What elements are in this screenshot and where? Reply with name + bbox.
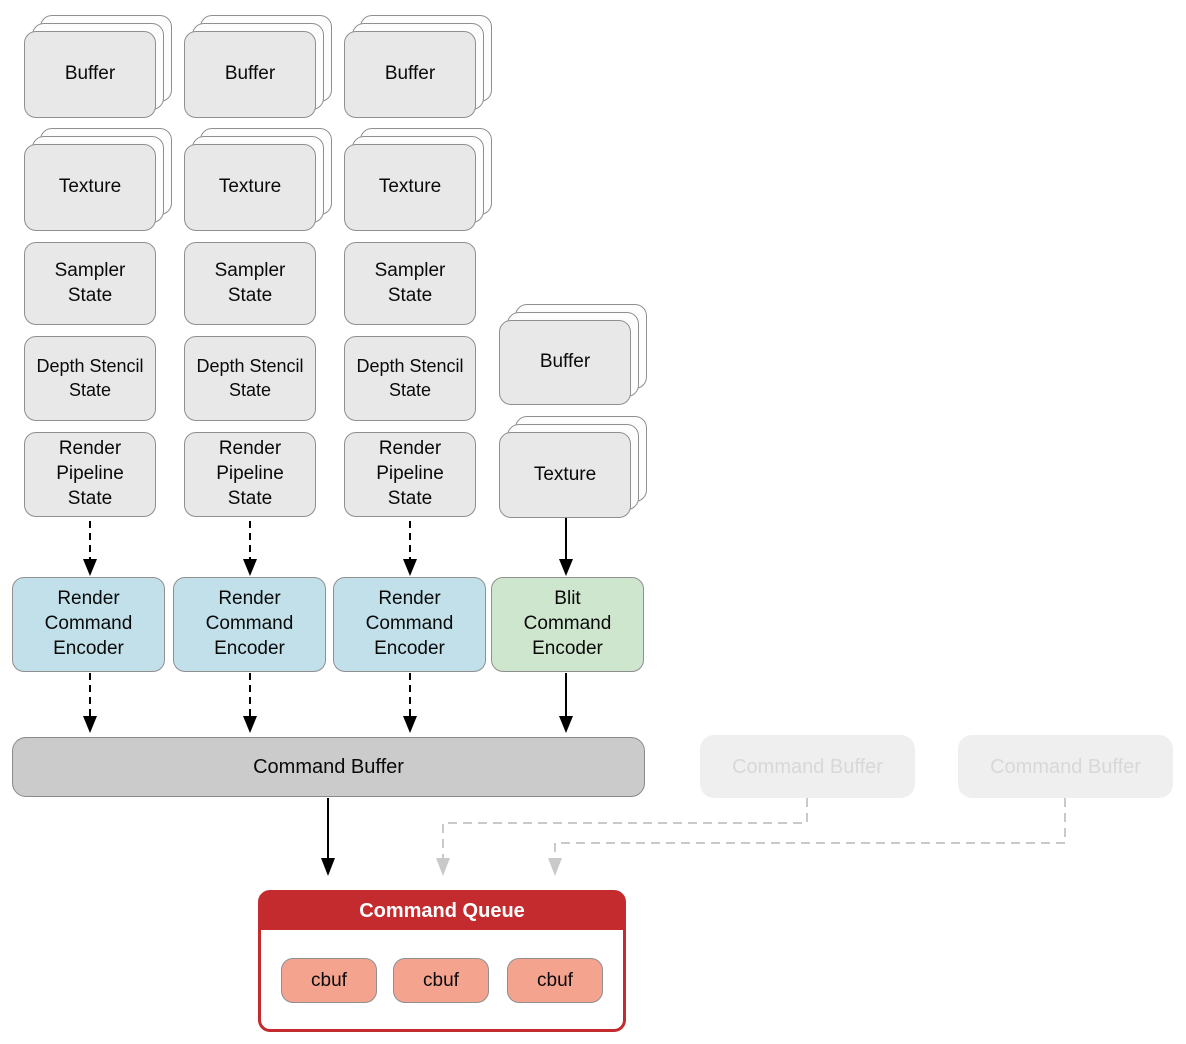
stack-card-front: Texture [344,144,476,231]
render-command-encoder-box-3: Render Command Encoder [333,577,486,672]
render-command-encoder-box-2: Render Command Encoder [173,577,326,672]
arrow-pipeline3-to-encoder3 [403,521,417,576]
stack-card-front: Texture [499,432,631,518]
command-queue-header: Command Queue [261,893,623,930]
stack-card-front: Buffer [499,320,631,405]
arrow-encoder1-to-command-buffer [83,673,97,733]
render-pipeline-state-box-col1: Render Pipeline State [24,432,156,517]
render-pipeline-state-label: Render Pipeline State [376,438,444,509]
buffer-stack-blit: Buffer [499,304,649,406]
texture-stack-col3: Texture [344,128,494,232]
arrow-encoder2-to-command-buffer [243,673,257,733]
command-queue-label: Command Queue [359,900,525,922]
cbuf-label: cbuf [537,969,573,991]
depth-stencil-state-label: Depth Stencil State [196,356,304,400]
sampler-state-box-col2: Sampler State [184,242,316,325]
arrow-faded-buffer1-to-queue [436,798,808,876]
arrow-encoder3-to-command-buffer [403,673,417,733]
arrow-pipeline2-to-encoder2 [243,521,257,576]
arrow-faded-buffer2-to-queue [548,798,1066,876]
render-pipeline-state-label: Render Pipeline State [216,438,284,509]
sampler-state-label: Sampler State [54,259,126,306]
texture-stack-col1: Texture [24,128,174,232]
render-pipeline-state-label: Render Pipeline State [56,438,124,509]
blit-command-encoder-box: Blit Command Encoder [491,577,644,672]
buffer-label: Buffer [224,63,276,85]
render-command-encoder-box-1: Render Command Encoder [12,577,165,672]
render-pipeline-state-box-col3: Render Pipeline State [344,432,476,517]
stack-card-front: Texture [184,144,316,231]
texture-stack-blit: Texture [499,416,649,519]
stack-card-front: Buffer [184,31,316,118]
sampler-state-label: Sampler State [214,259,286,306]
cbuf-label: cbuf [423,969,459,991]
command-buffer-label: Command Buffer [253,756,404,778]
buffer-label: Buffer [64,63,116,85]
buffer-stack-col2: Buffer [184,15,334,119]
render-command-encoder-label: Render Command Encoder [365,588,454,659]
command-buffer-faded-box-2: Command Buffer [958,735,1173,798]
depth-stencil-state-box-col1: Depth Stencil State [24,336,156,421]
stack-card-front: Buffer [24,31,156,118]
arrow-command-buffer-to-queue [321,798,335,876]
cbuf-box-3: cbuf [507,958,603,1003]
buffer-stack-col1: Buffer [24,15,174,119]
command-buffer-box: Command Buffer [12,737,645,797]
arrow-pipeline1-to-encoder1 [83,521,97,576]
sampler-state-box-col3: Sampler State [344,242,476,325]
arrow-blit-encoder-to-command-buffer [559,673,573,733]
depth-stencil-state-box-col2: Depth Stencil State [184,336,316,421]
texture-label: Texture [378,176,442,198]
texture-label: Texture [533,463,597,485]
command-buffer-label: Command Buffer [732,755,883,778]
command-buffer-faded-box-1: Command Buffer [700,735,915,798]
render-command-encoder-label: Render Command Encoder [44,588,133,659]
buffer-label: Buffer [539,351,591,373]
texture-label: Texture [218,176,282,198]
sampler-state-box-col1: Sampler State [24,242,156,325]
cbuf-label: cbuf [311,969,347,991]
sampler-state-label: Sampler State [374,259,446,306]
blit-command-encoder-label: Blit Command Encoder [523,588,612,659]
stack-card-front: Texture [24,144,156,231]
render-command-encoder-label: Render Command Encoder [205,588,294,659]
buffer-stack-col3: Buffer [344,15,494,119]
arrow-texture-to-blit-encoder [559,518,573,576]
depth-stencil-state-label: Depth Stencil State [356,356,464,400]
render-pipeline-state-box-col2: Render Pipeline State [184,432,316,517]
cbuf-box-2: cbuf [393,958,489,1003]
buffer-label: Buffer [384,63,436,85]
command-buffer-label: Command Buffer [990,755,1141,778]
stack-card-front: Buffer [344,31,476,118]
command-queue-box: Command Queue cbuf cbuf cbuf [258,890,626,1032]
depth-stencil-state-box-col3: Depth Stencil State [344,336,476,421]
texture-label: Texture [58,176,122,198]
cbuf-box-1: cbuf [281,958,377,1003]
depth-stencil-state-label: Depth Stencil State [36,356,144,400]
texture-stack-col2: Texture [184,128,334,232]
